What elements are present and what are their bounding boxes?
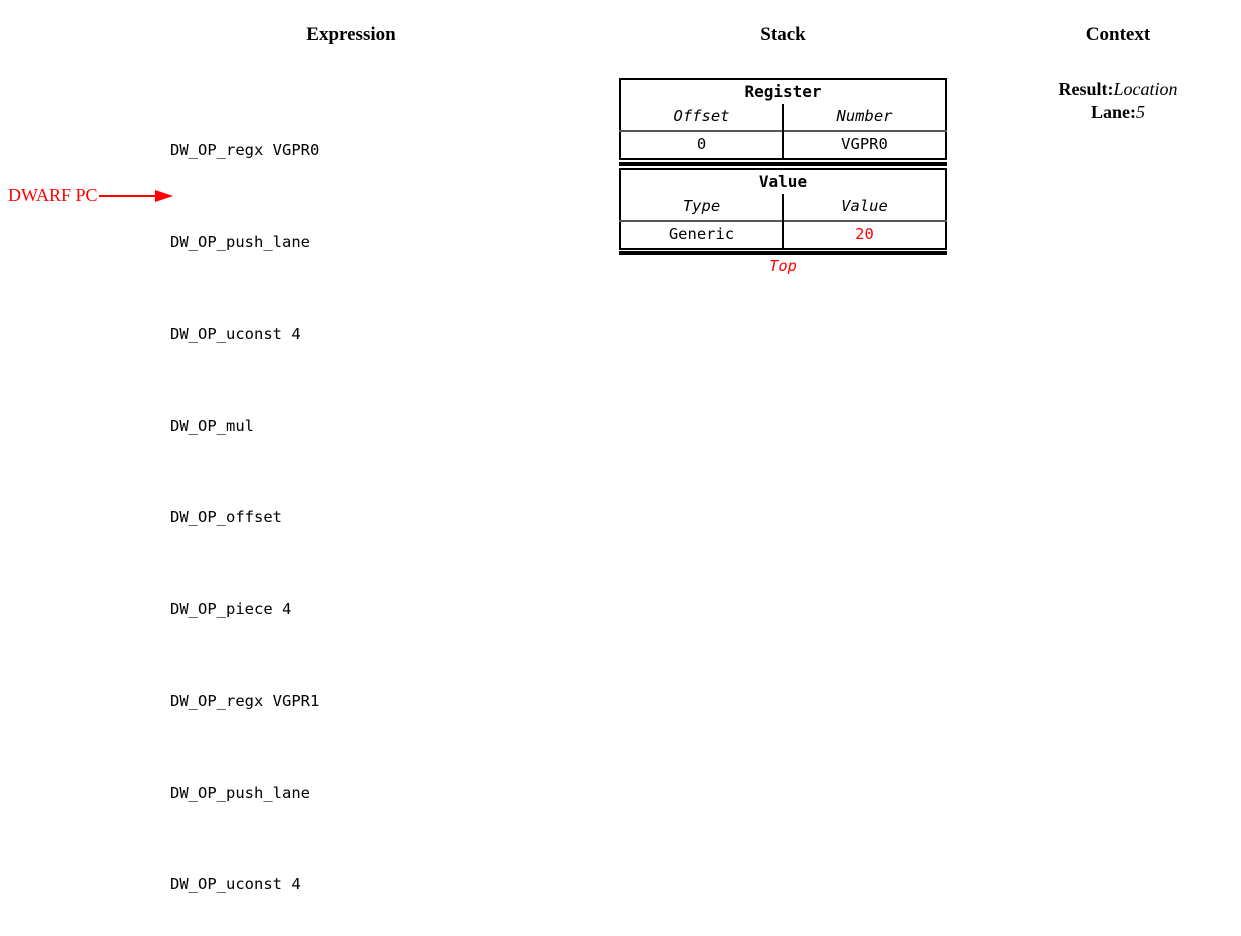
- column-heading-expression: Expression: [306, 24, 396, 45]
- context-key: Result:: [1058, 79, 1114, 99]
- column-header: Value: [841, 197, 888, 215]
- stack-top-label: Top: [769, 257, 797, 275]
- expression-operation: DW_OP_uconst 4: [170, 324, 301, 343]
- column-header: Offset: [620, 104, 784, 131]
- context-values: Result:Location Lane:5: [1008, 78, 1228, 124]
- stack-entry-title: Value: [758, 172, 808, 191]
- expression-operation: DW_OP_mul: [170, 416, 254, 435]
- stack-entry-title: Register: [744, 82, 822, 101]
- table-cell: Generic: [620, 220, 784, 249]
- expression-operation: DW_OP_piece 4: [170, 600, 292, 619]
- column-heading-stack: Stack: [760, 24, 806, 45]
- expression-operation: DW_OP_uconst 4: [170, 875, 301, 894]
- context-row-result: Result:Location: [1008, 78, 1228, 101]
- expression-operation: DW_OP_push_lane: [170, 232, 310, 251]
- table-title-row: Register: [620, 79, 946, 104]
- table-cell: VGPR0: [783, 130, 946, 159]
- dwarf-pc-label: DWARF PC: [8, 185, 98, 205]
- table-header-row: Offset Number: [620, 104, 946, 131]
- column-heading-context: Context: [1085, 24, 1151, 45]
- stack-bottom-rule: [619, 251, 947, 255]
- stack-entry-separator: [619, 162, 947, 166]
- context-value: 5: [1136, 102, 1145, 122]
- right-arrow-icon: [98, 189, 173, 202]
- table-header-row: Type Value: [620, 194, 946, 221]
- expression-operation: DW_OP_regx VGPR1: [170, 691, 320, 710]
- context-row-lane: Lane:5: [1008, 101, 1228, 124]
- stack-entry-value: Value Type Value Generic 20: [619, 168, 947, 250]
- stack-area: Register Offset Number 0 VGPR0 Value Typ…: [619, 78, 947, 276]
- table-row: 0 VGPR0: [620, 130, 946, 159]
- context-key: Lane:: [1091, 102, 1136, 122]
- table-cell: 0: [620, 130, 784, 159]
- expression-operation: DW_OP_push_lane: [170, 783, 310, 802]
- table-row: Generic 20: [620, 220, 946, 249]
- expression-operation: DW_OP_regx VGPR0: [170, 141, 320, 160]
- context-value: Location: [1113, 79, 1178, 99]
- expression-operation-list: DW_OP_regx VGPR0 DW_OP_push_lane DW_OP_u…: [170, 74, 319, 936]
- table-title-row: Value: [620, 169, 946, 194]
- table-cell: 20: [783, 220, 946, 249]
- expression-operation: DW_OP_offset: [170, 508, 282, 527]
- column-header: Type: [620, 194, 784, 221]
- column-header: Number: [836, 107, 893, 125]
- stack-entry-register: Register Offset Number 0 VGPR0: [619, 78, 947, 160]
- dwarf-pc-marker: DWARF PC: [8, 185, 174, 206]
